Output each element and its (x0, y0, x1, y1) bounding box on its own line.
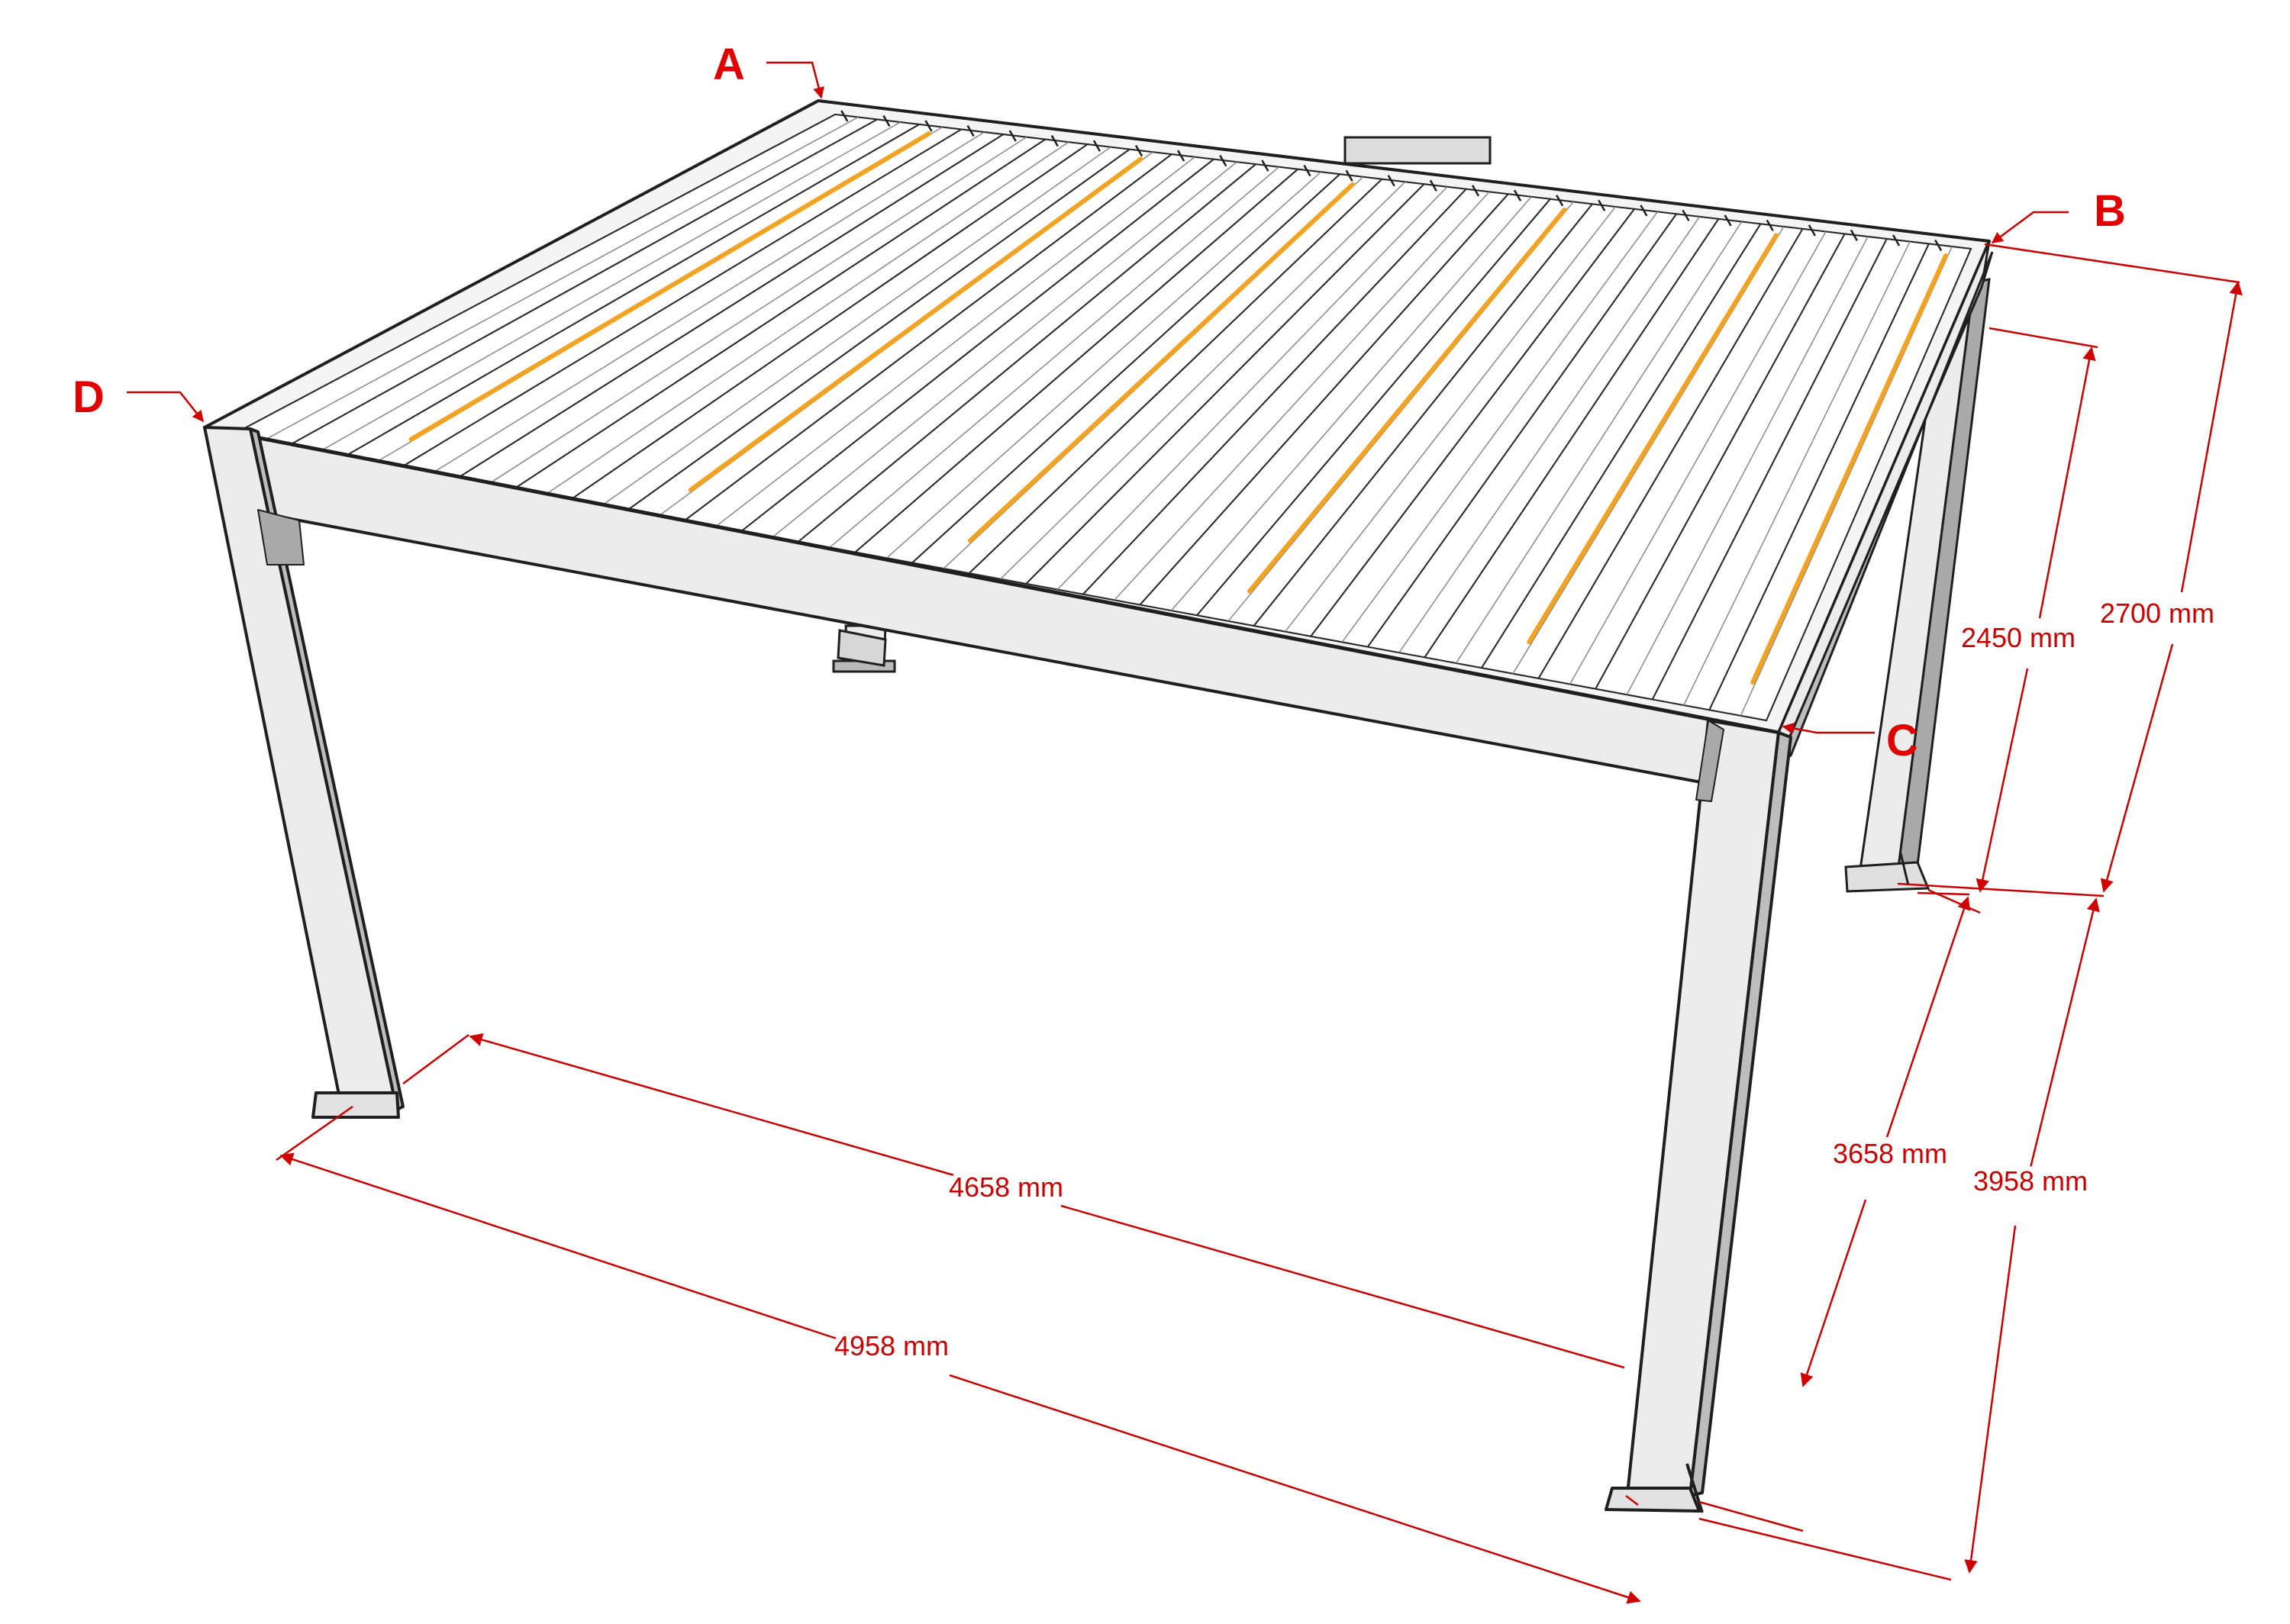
louver-end-cap (1766, 219, 1774, 232)
louver-crease (1455, 221, 1743, 664)
louver-end-cap (1513, 189, 1522, 201)
motor-housing (1343, 136, 1492, 165)
louver-end-cap (1387, 175, 1395, 187)
louver-end-cap (1934, 239, 1943, 252)
louver-crease (260, 116, 859, 443)
dimension-labels: 4658 mm 4958 mm 3658 mm 3958 mm 2450 mm … (829, 592, 2220, 1367)
louver-crease (772, 161, 1237, 538)
louver-blades (226, 110, 1972, 722)
louver-end-cap (1682, 209, 1690, 221)
louver-end-cap (1598, 199, 1606, 211)
louver-crease (544, 141, 1069, 496)
louver-crease (317, 121, 901, 454)
led-strip (967, 182, 1355, 543)
led-strip (1527, 233, 1779, 645)
louver-end-cap (1219, 155, 1227, 167)
overall-height-label: 2700 mm (2100, 598, 2214, 629)
width-outer-label: 4958 mm (834, 1330, 949, 1361)
louver-end-cap (966, 124, 975, 137)
louver-crease (431, 131, 985, 475)
louver-end-cap (1008, 130, 1017, 142)
louver-crease (487, 137, 1027, 485)
corner-label-b: B (2094, 186, 2126, 236)
clearance-height-label: 2450 mm (1961, 622, 2076, 653)
depth-outer-label: 3958 mm (1973, 1165, 2088, 1197)
louver-end-cap (1345, 169, 1353, 182)
front-left-leg (203, 426, 405, 1119)
louver-end-cap (882, 114, 891, 127)
louver-end-cap (924, 120, 933, 132)
depth-inner-label: 3658 mm (1833, 1138, 1947, 1169)
led-strip (1247, 208, 1567, 594)
louver-crease (1000, 181, 1406, 580)
pergola-structure (203, 99, 1994, 1513)
louver-crease (1341, 211, 1659, 643)
louver-end-cap (1471, 185, 1480, 197)
louver-crease (829, 166, 1279, 548)
louver-crease (1056, 186, 1448, 590)
led-strip (688, 156, 1143, 492)
louver-crease (1170, 196, 1532, 611)
louver-crease (602, 147, 1111, 506)
louver-end-cap (1092, 140, 1101, 152)
corner-label-a: A (713, 40, 745, 89)
dimension-lines (127, 61, 2243, 1604)
louver-crease (886, 171, 1322, 559)
louver-crease (1285, 206, 1616, 633)
louver-end-cap (1556, 195, 1564, 207)
louver-end-cap (1134, 144, 1143, 157)
louver-end-cap (1724, 214, 1732, 227)
louver-end-cap (1640, 205, 1648, 217)
louver-end-cap (840, 110, 849, 122)
back-right-leg (1844, 278, 1991, 893)
louver-crease (1683, 241, 1911, 706)
corner-label-d: D (73, 372, 105, 422)
corner-label-c: C (1886, 716, 1918, 765)
louver-crease (715, 156, 1195, 527)
louver-crease (1569, 231, 1827, 685)
center-bracket (837, 629, 887, 667)
louver-end-cap (1808, 224, 1816, 237)
corner-labels: A B C D (73, 40, 2126, 765)
led-strip (1750, 253, 1948, 685)
louver-crease (1626, 236, 1869, 695)
louver-end-cap (1177, 150, 1185, 162)
louver-end-cap (1850, 229, 1859, 242)
led-strip (408, 131, 931, 442)
louver-end-cap (1050, 134, 1059, 147)
louver-crease (1114, 191, 1490, 601)
louver-end-cap (1429, 179, 1437, 192)
louver-end-cap (1892, 234, 1901, 246)
front-right-leg (1605, 719, 1792, 1513)
width-inner-label: 4658 mm (949, 1171, 1063, 1203)
louver-end-cap (1261, 160, 1269, 172)
louver-crease (1398, 216, 1701, 653)
louver-blade (1708, 243, 1972, 722)
louver-end-cap (1303, 165, 1311, 177)
